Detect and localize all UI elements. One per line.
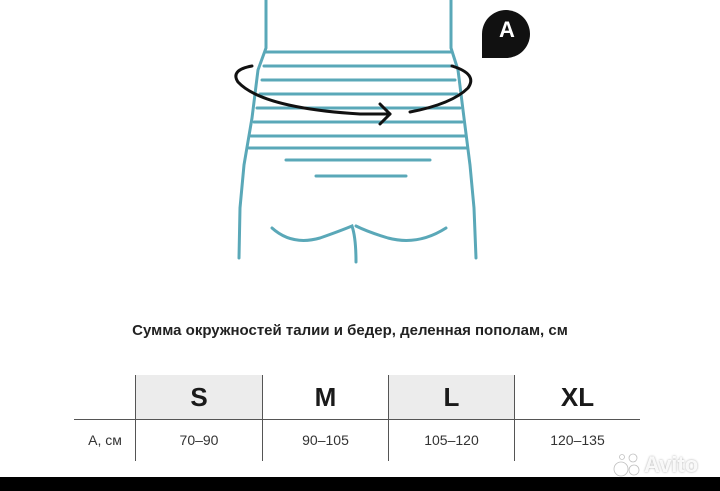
- table-divider: [74, 419, 640, 420]
- row-label: А, см: [88, 432, 122, 448]
- table-divider: [262, 375, 263, 461]
- avito-logo-icon: [613, 453, 640, 477]
- avito-watermark-text: Avito: [644, 452, 699, 477]
- size-value-xl: 120–135: [550, 432, 605, 448]
- table-divider: [514, 375, 515, 461]
- size-value-l: 105–120: [424, 432, 479, 448]
- hip-line: [270, 223, 448, 264]
- size-value-s: 70–90: [179, 432, 219, 448]
- torso-right-outline: [449, 0, 478, 260]
- size-table: S M L XL А, см 70–90 90–105 105–120 120–…: [74, 375, 640, 461]
- size-header-m: M: [314, 382, 337, 412]
- avito-watermark: Avito: [612, 452, 712, 478]
- torso-left-outline: [237, 0, 268, 260]
- marker-badge: [482, 10, 530, 58]
- table-divider: [388, 375, 389, 461]
- marker-label: A: [499, 17, 515, 42]
- bottom-edge: [0, 477, 720, 491]
- table-divider: [135, 375, 136, 461]
- size-header-l: L: [389, 375, 514, 419]
- measuring-arrow: [234, 64, 473, 126]
- size-header-s: S: [136, 375, 262, 419]
- measurement-caption: Сумма окружностей талии и бедер, деленна…: [132, 322, 568, 339]
- size-value-m: 90–105: [302, 432, 349, 448]
- size-header-xl: XL: [560, 382, 595, 412]
